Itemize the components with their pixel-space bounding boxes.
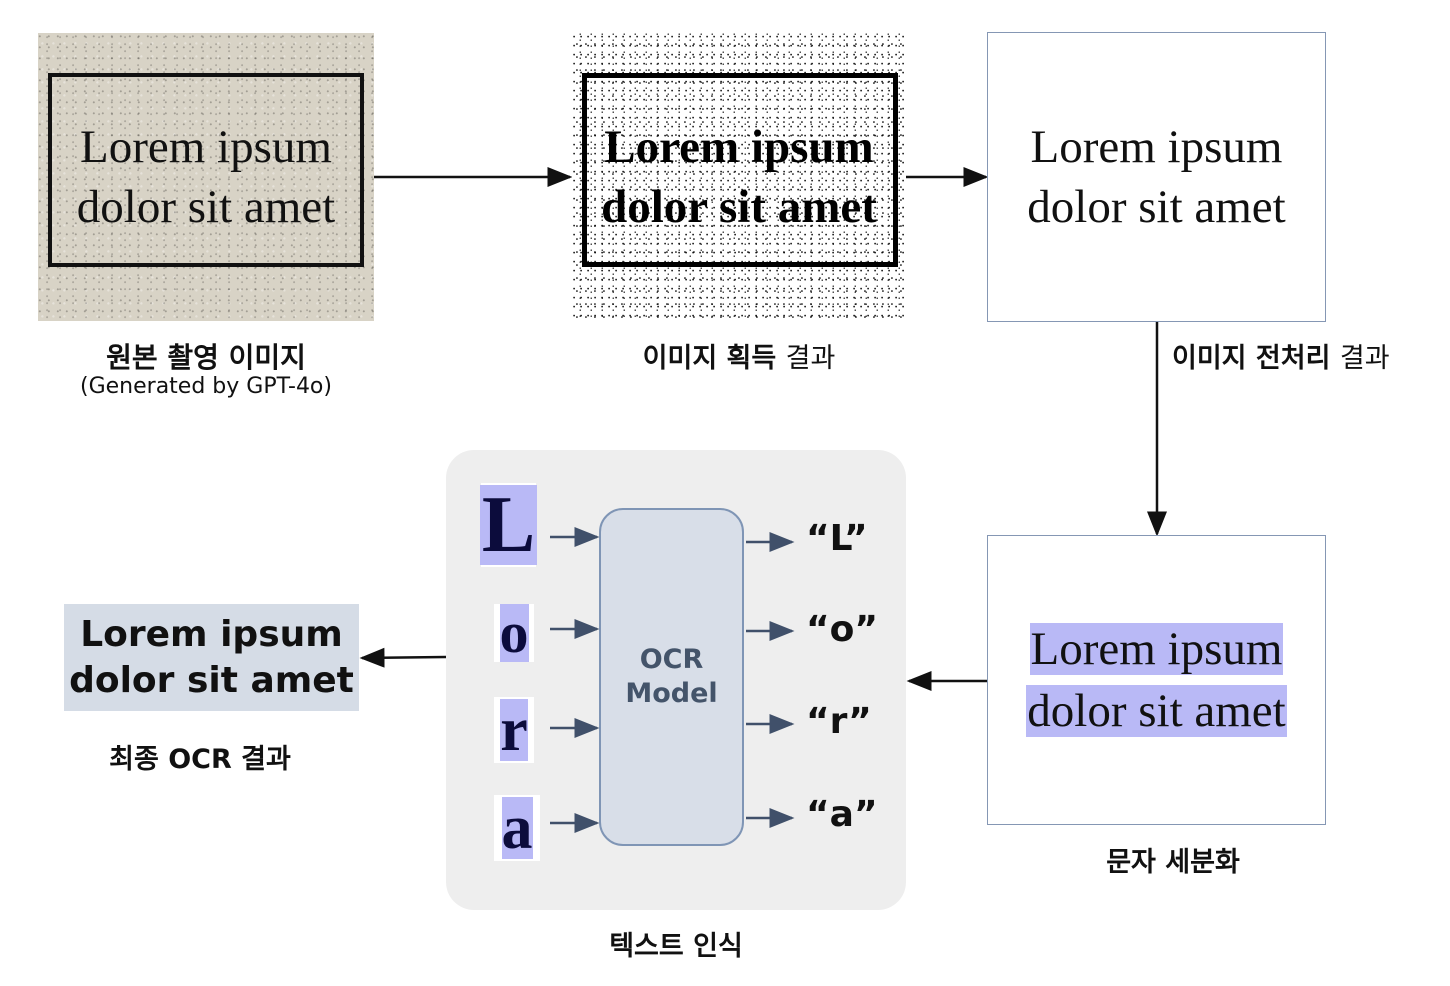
- preprocessed-image-panel: Lorem ipsum dolor sit amet: [987, 32, 1326, 322]
- text-line-1: Lorem ipsum: [80, 121, 332, 173]
- caption-original-sub: (Generated by GPT-4o): [80, 374, 332, 399]
- caption-segmentation: 문자 세분화: [1106, 847, 1240, 878]
- segmentation-text: Lorem ipsum dolor sit amet: [1026, 618, 1287, 742]
- arrow-recognition-to-final: [359, 647, 447, 668]
- glyph-r: r: [500, 696, 528, 764]
- caption-recognition: 텍스트 인식: [609, 931, 743, 962]
- acquired-image-frame: [582, 73, 898, 267]
- original-image-frame: [48, 73, 364, 267]
- text-line-2: dolor sit amet: [601, 181, 877, 233]
- original-image-text: Lorem ipsum dolor sit amet: [77, 117, 335, 237]
- acquired-image-text: Lorem ipsum dolor sit amet: [601, 117, 877, 237]
- ocr-model-label-1: OCR: [639, 644, 704, 675]
- text-line-1: Lorem ipsum: [604, 121, 874, 173]
- text-line-2: dolor sit amet: [1027, 181, 1286, 233]
- acquired-image-panel: Lorem ipsum dolor sit amet: [572, 33, 906, 321]
- segmentation-panel: Lorem ipsum dolor sit amet: [987, 535, 1326, 825]
- ocr-model-label-2: Model: [625, 678, 718, 709]
- caption-original: 원본 촬영 이미지: [106, 341, 306, 374]
- glyph-a: a: [501, 794, 533, 862]
- output-char-a: “a”: [806, 794, 878, 835]
- final-result-box: Lorem ipsum dolor sit amet: [64, 604, 359, 711]
- output-char-L: “L”: [806, 518, 868, 559]
- final-result-line-2: dolor sit amet: [69, 659, 354, 701]
- output-char-r: “r”: [806, 701, 872, 742]
- segmented-line-2: dolor sit amet: [1026, 685, 1287, 737]
- segmented-line-1: Lorem ipsum: [1029, 623, 1284, 675]
- text-line-2: dolor sit amet: [76, 181, 336, 233]
- glyph-crop-r: r: [494, 697, 534, 763]
- caption-final: 최종 OCR 결과: [109, 744, 291, 775]
- output-char-o: “o”: [806, 609, 879, 650]
- glyph-L: L: [479, 481, 538, 569]
- preprocessed-image-text: Lorem ipsum dolor sit amet: [1027, 117, 1285, 237]
- caption-acquisition: 이미지 획득 결과: [642, 343, 836, 374]
- glyph-o: o: [499, 600, 529, 665]
- caption-preprocess: 이미지 전처리 결과: [1172, 343, 1390, 374]
- original-image-panel: Lorem ipsum dolor sit amet: [38, 33, 374, 321]
- ocr-model-box: OCR Model: [599, 508, 744, 846]
- glyph-crop-o: o: [494, 604, 534, 662]
- glyph-crop-a: a: [494, 795, 540, 861]
- text-line-1: Lorem ipsum: [1030, 121, 1283, 173]
- glyph-crop-L: L: [479, 481, 538, 569]
- final-result-line-1: Lorem ipsum: [80, 613, 343, 655]
